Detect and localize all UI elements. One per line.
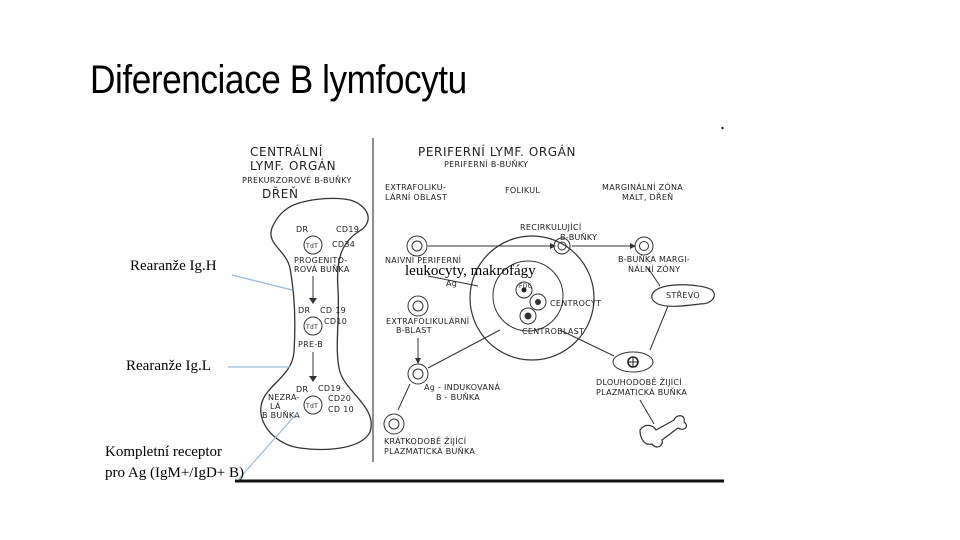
short-lived-label-1: KRÁTKODOBĚ ŽIJÍCÍ (384, 435, 467, 446)
bone-marrow-outline (260, 197, 372, 451)
arrow-ag-induced-plasma (397, 383, 411, 411)
extrafollicular-blast-label-2: B-BLAST (396, 326, 432, 335)
tdt-label-1: TdT (305, 243, 318, 250)
tdt-label-2: TdT (305, 324, 318, 331)
peripheral-heading-1: PERIFERNÍ LYMF. ORGÁN (418, 144, 576, 159)
centrocyte-cell (529, 293, 547, 311)
germinal-center (492, 260, 564, 332)
cd19-label-2: CD 19 (320, 306, 346, 315)
recirculating-nucleus (557, 241, 567, 251)
progenitor-label-1: PROGENITO- (294, 256, 348, 265)
arrow-follicle-plasma (559, 329, 615, 357)
arrow-ag-induced-follicle (427, 329, 501, 369)
arrow-gut-plasma (649, 305, 669, 351)
long-lived-label-2: PLAZMATICKÁ BUŇKA (596, 386, 687, 397)
bone-outline (639, 415, 688, 448)
cd10-label-2: CD 10 (328, 405, 354, 414)
fdc-label: FDC (519, 283, 532, 290)
immature-label-2: LÁ (270, 400, 281, 411)
arrow-marginal-gut (647, 267, 661, 287)
extrafollicular-label-2: LÁRNÍ OBLAST (385, 191, 447, 202)
marginal-b-label-2: NÁLNÍ ZÓNY (628, 263, 680, 274)
arrow-naive-follicle (427, 275, 479, 287)
short-lived-plasma-cell (383, 413, 405, 435)
dr-label-2: DR (298, 306, 310, 315)
pointer-receptor (237, 411, 299, 481)
marginal-b-label-1: B-BUŇKA MARGI- (618, 254, 690, 264)
recirculating-label-2: B-BUŇKY (560, 232, 597, 242)
gut-outline (651, 284, 715, 307)
naive-nucleus (411, 240, 423, 252)
marginal-zone-nucleus (639, 241, 649, 251)
cd19-label-1: CD19 (336, 225, 359, 234)
pointer-igh (231, 274, 293, 291)
dr-label-1: DR (296, 225, 308, 234)
central-sub-2: DŘEŇ (262, 186, 299, 201)
gut-label: STŘEVO (666, 290, 700, 300)
arrowhead (309, 298, 317, 304)
ag-induced-nucleus (412, 368, 424, 380)
pre-b-label: PRE-B (298, 340, 323, 349)
immature-label-3: B BUŇKA (262, 410, 300, 420)
cd19-label-3: CD19 (318, 384, 341, 393)
arrowhead (630, 243, 636, 249)
arrowhead (415, 358, 421, 364)
tdt-label-3: TdT (305, 403, 318, 410)
extrafollicular-blast-nucleus (412, 300, 424, 312)
long-lived-plasma-cell (612, 351, 654, 373)
cd10-label-1: CD10 (324, 317, 347, 326)
fdc-cell (515, 281, 533, 299)
long-lived-label-1: DLOUHODOBĚ ŽIJÍCÍ (596, 376, 682, 387)
central-heading-2: LYMF. ORGÁN (250, 158, 336, 173)
extrafollicular-blast-label-1: EXTRAFOLIKULÁRNÍ (386, 315, 470, 326)
corner-mark (721, 126, 724, 130)
naive-label: NAIVNÍ PERIFERNÍ (385, 254, 462, 265)
centroblast-label: CENTROBLAST (522, 327, 584, 336)
cd34-label: CD34 (332, 240, 355, 249)
follicle-outer (469, 235, 595, 361)
short-lived-plasma-nucleus (388, 418, 400, 430)
arrow-plasma-bone (639, 399, 655, 425)
centroblast-nucleus (524, 312, 532, 320)
cd20-label: CD20 (328, 394, 351, 403)
peripheral-heading-2: PERIFERNÍ B-BUŇKY (444, 158, 528, 169)
central-heading-1: CENTRÁLNÍ (250, 144, 323, 159)
extrafollicular-label-1: EXTRAFOLIKU- (385, 183, 446, 192)
arrowhead (309, 376, 317, 382)
extrafollicular-blast-cell (407, 295, 429, 317)
immature-label-1: NEZRA- (268, 393, 300, 402)
progenitor-label-2: ROVÁ BUŇKA (294, 263, 350, 274)
recirculating-label-1: RECIRKULUJÍCÍ (520, 221, 582, 232)
marginal-zone-label-2: MALT, DŘEŇ (622, 192, 673, 202)
follicle-label: FOLIKUL (505, 186, 540, 195)
pre-b-cell (303, 316, 323, 336)
leukocytes-label: leukocyty, makrofágy (405, 263, 536, 279)
fdc-nucleus (521, 287, 527, 293)
complete-receptor-label: Kompletní receptor pro Ag (IgM+/IgD+ B) (105, 444, 244, 481)
slide-title: Diferenciace B lymfocytu (90, 58, 467, 102)
centrocyte-label: CENTROCYT (550, 299, 601, 308)
marginal-zone-label-1: MARGINÁLNÍ ZÓNA (602, 181, 683, 192)
centrocyte-nucleus (535, 299, 541, 305)
short-lived-label-2: PLAZMATICKÁ BUŇKA (384, 445, 475, 456)
arrowhead (550, 243, 556, 249)
progenitor-cell (303, 235, 323, 255)
antigen-label: Ag (446, 279, 457, 288)
marginal-zone-b-cell (634, 236, 654, 256)
central-sub-1: PREKURZOROVÉ B-BUŇKY (242, 174, 352, 185)
rearrangement-igl-label: Rearanže Ig.L (126, 358, 211, 374)
ag-induced-label-2: B - BUŇKA (436, 392, 480, 402)
ag-induced-label-1: Ag - INDUKOVANÁ (424, 381, 500, 392)
dr-label-3: DR (296, 385, 308, 394)
immature-b-cell (303, 395, 323, 415)
ag-induced-b-cell (407, 363, 429, 385)
centroblast-cell (519, 307, 537, 325)
naive-cell (406, 235, 428, 257)
rearrangement-igh-label: Rearanže Ig.H (130, 258, 217, 274)
